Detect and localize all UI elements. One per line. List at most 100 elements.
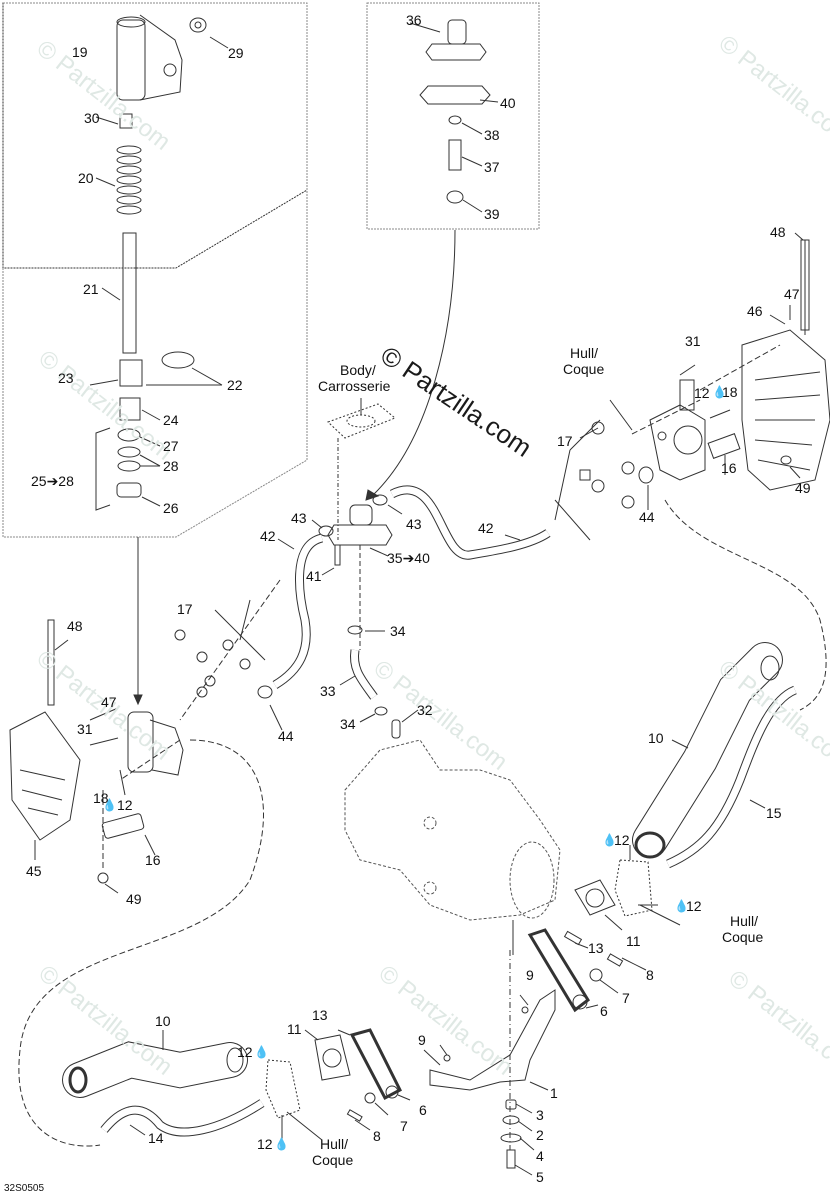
part-label: 7 bbox=[622, 990, 630, 1006]
hull-label: Coque bbox=[563, 361, 605, 377]
part-label: 32 bbox=[417, 702, 433, 718]
part-label: 25➔28 bbox=[31, 473, 74, 489]
part-20-spring bbox=[116, 145, 142, 215]
loctite-drop-icon: 💧 bbox=[674, 899, 689, 913]
part-label: 24 bbox=[163, 412, 179, 428]
part-label: 31 bbox=[77, 721, 93, 737]
part-label: 49 bbox=[126, 891, 142, 907]
part-46-grille bbox=[741, 329, 830, 491]
body-panel bbox=[327, 403, 396, 439]
part-label: 49 bbox=[795, 480, 811, 496]
part-label: 13 bbox=[588, 940, 604, 956]
part-label: 21 bbox=[83, 281, 99, 297]
right-steering-assembly bbox=[554, 364, 741, 541]
part-label: 37 bbox=[484, 159, 500, 175]
part-label: 47 bbox=[101, 694, 117, 710]
part-label: 2 bbox=[536, 1127, 544, 1143]
loctite-drop-icon: 💧 bbox=[602, 833, 617, 847]
part-21-rod bbox=[122, 232, 137, 354]
part-label: 34 bbox=[390, 623, 406, 639]
part-label: 44 bbox=[639, 509, 655, 525]
inset-box-top bbox=[366, 2, 540, 230]
part-label: 39 bbox=[484, 206, 500, 222]
part-label: 27 bbox=[163, 438, 179, 454]
part-label: 6 bbox=[600, 1003, 608, 1019]
part-label: 4 bbox=[536, 1148, 544, 1164]
part-label: 10 bbox=[648, 730, 664, 746]
part-1-arm bbox=[429, 989, 556, 1091]
loctite-drop-icon: 💧 bbox=[712, 385, 727, 399]
part-40-gasket bbox=[419, 85, 491, 105]
part-label: 47 bbox=[784, 286, 800, 302]
part-label: 31 bbox=[685, 333, 701, 349]
part-label: 10 bbox=[155, 1013, 171, 1029]
loctite-drop-icon: 💧 bbox=[274, 1137, 289, 1151]
part-label: 30 bbox=[84, 110, 100, 126]
part-label: 11 bbox=[626, 933, 641, 949]
hull-label: Hull/ bbox=[730, 913, 759, 929]
part-label: 12 bbox=[117, 797, 133, 813]
hull-label: Hull/ bbox=[570, 345, 599, 361]
part-label: 48 bbox=[770, 224, 786, 240]
part-label: 20 bbox=[78, 170, 94, 186]
hull-label: Coque bbox=[722, 929, 764, 945]
part-45-grille bbox=[9, 711, 81, 841]
part-label: 28 bbox=[163, 458, 179, 474]
part-label: 12 bbox=[257, 1136, 273, 1152]
part-label: 22 bbox=[227, 377, 243, 393]
diagram-code: 32S0505 bbox=[4, 1183, 45, 1194]
part-label: 38 bbox=[484, 127, 500, 143]
part-label: 45 bbox=[26, 863, 42, 879]
part-label: 43 bbox=[291, 510, 307, 526]
part-36 bbox=[447, 19, 467, 45]
body-label: Body/ bbox=[340, 362, 376, 378]
hull-label: Coque bbox=[312, 1152, 354, 1168]
part-6-link bbox=[527, 928, 590, 1013]
part-label: 12 bbox=[694, 385, 710, 401]
part-label: 26 bbox=[163, 500, 179, 516]
part-label: 14 bbox=[148, 1130, 164, 1146]
jet-pump-housing bbox=[344, 739, 561, 921]
part-label: 9 bbox=[526, 967, 534, 983]
part-label: 40 bbox=[500, 95, 516, 111]
part-35-fitting bbox=[349, 504, 373, 526]
part-label: 35➔40 bbox=[387, 550, 430, 566]
loctite-drop-icon: 💧 bbox=[102, 798, 117, 812]
part-label: 1 bbox=[550, 1085, 558, 1101]
part-label: 36 bbox=[406, 12, 422, 28]
part-label: 3 bbox=[536, 1107, 544, 1123]
part-label: 29 bbox=[228, 45, 244, 61]
part-label: 12 bbox=[614, 832, 630, 848]
part-label: 46 bbox=[747, 303, 763, 319]
part-label: 42 bbox=[260, 528, 276, 544]
part-label: 41 bbox=[306, 568, 322, 584]
part-label: 42 bbox=[478, 520, 494, 536]
part-label: 48 bbox=[67, 618, 83, 634]
part-label: 9 bbox=[418, 1032, 426, 1048]
part-label: 18 bbox=[722, 384, 738, 400]
left-steering-assembly bbox=[9, 599, 266, 884]
part-label: 5 bbox=[536, 1169, 544, 1185]
part-label: 6 bbox=[419, 1102, 427, 1118]
part-label: 13 bbox=[312, 1007, 328, 1023]
part-label: 17 bbox=[557, 433, 573, 449]
part-label: 15 bbox=[766, 805, 782, 821]
part-label: 7 bbox=[400, 1118, 408, 1134]
part-label: 44 bbox=[278, 728, 294, 744]
body-label: Carrosserie bbox=[318, 378, 391, 394]
part-label: 34 bbox=[340, 716, 356, 732]
part-label: 43 bbox=[406, 516, 422, 532]
part-label: 8 bbox=[373, 1128, 381, 1144]
part-label: 23 bbox=[58, 370, 74, 386]
part-label: 12 bbox=[237, 1044, 253, 1060]
part-label: 8 bbox=[646, 967, 654, 983]
part-label: 18 bbox=[93, 790, 109, 806]
part-label: 19 bbox=[72, 44, 88, 60]
part-label: 17 bbox=[177, 601, 193, 617]
part-label: 12 bbox=[686, 898, 702, 914]
part-label: 33 bbox=[320, 683, 336, 699]
loctite-drop-icon: 💧 bbox=[254, 1045, 269, 1059]
part-label: 16 bbox=[145, 852, 161, 868]
